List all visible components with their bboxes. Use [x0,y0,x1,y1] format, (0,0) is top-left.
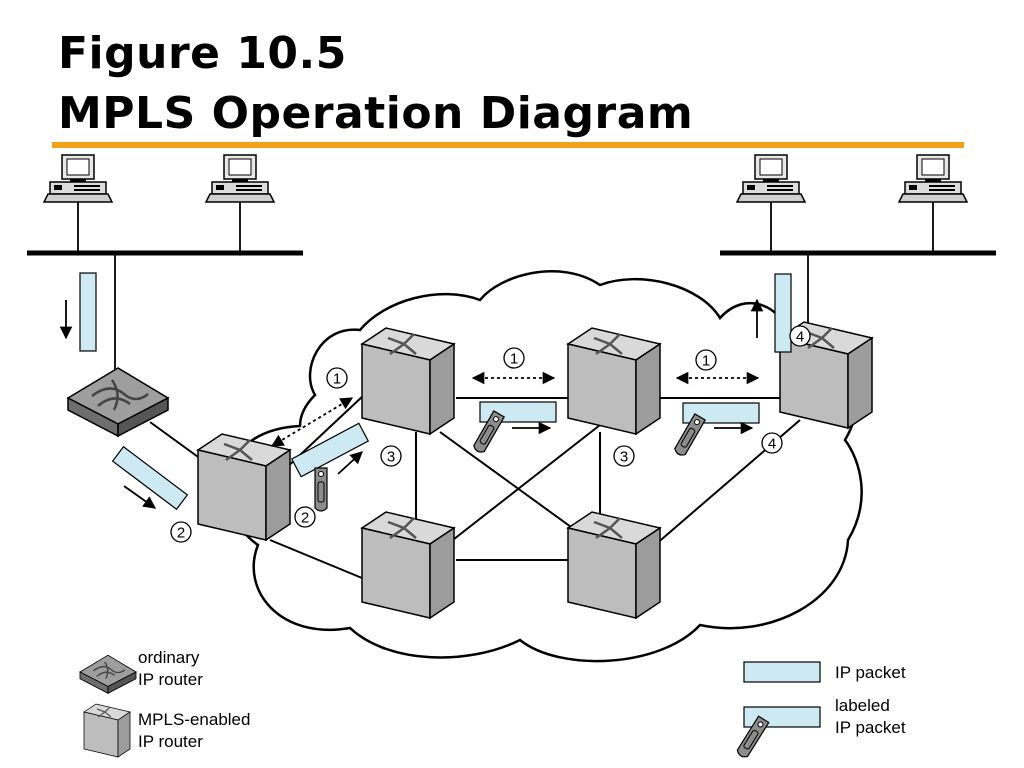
legend-mpls-line1: MPLS-enabled [138,710,250,729]
mpls-router-icon [360,326,456,436]
mpls-router-icon [566,326,662,436]
legend-ordinary-line1: ordinary [138,648,200,667]
legend-ordinary-line2: IP router [138,670,203,689]
step-marker: 2 [294,506,316,528]
title-accent-rule [52,142,964,148]
svg-text:3: 3 [620,449,628,466]
legend-labeled-line1: labeled [835,696,890,715]
computer-icon [43,154,113,203]
label-tag-icon [314,467,328,512]
mpls-router-icon [83,703,131,758]
arrow-icon [337,451,363,475]
step-marker: 2 [170,521,192,543]
svg-text:3: 3 [387,449,395,466]
ip-packet-icon [111,445,189,511]
ip-packet-icon [774,273,792,353]
legend-ip-packet: IP packet [835,663,906,682]
legend-labeled-line2: IP packet [835,718,906,737]
step-marker: 1 [503,347,525,369]
lan-left [27,200,303,372]
legend: ordinary IP router MPLS-enabled IP route… [79,648,906,760]
svg-text:1: 1 [333,371,341,388]
labeled-packet [471,401,557,455]
mpls-router-icon [566,510,662,620]
ip-packet-icon [743,661,821,683]
mpls-router-icon [196,432,292,542]
step-marker: 1 [695,349,717,371]
ordinary-router-icon [79,654,137,694]
step-marker: 4 [761,432,783,454]
svg-text:1: 1 [510,351,518,368]
title-line-2: MPLS Operation Diagram [58,88,694,139]
title-line-1: Figure 10.5 [58,28,347,79]
ordinary-router-icon [66,366,170,438]
svg-text:2: 2 [177,525,185,542]
ip-packet-icon [79,272,97,352]
step-marker: 3 [380,445,402,467]
computer-icon [205,154,275,203]
labeled-packet [672,402,760,458]
step-marker: 1 [326,367,348,389]
lan-right [720,200,996,330]
arrow-icon [123,485,157,509]
step-marker: 4 [789,325,811,347]
step-marker: 3 [613,445,635,467]
computer-icon [736,154,806,203]
legend-mpls-line2: IP router [138,732,203,751]
computer-icon [898,154,968,203]
svg-text:4: 4 [796,329,804,346]
page-title: Figure 10.5 MPLS Operation Diagram [58,24,693,144]
svg-text:1: 1 [702,353,710,370]
svg-text:2: 2 [301,510,309,527]
svg-text:4: 4 [768,436,776,453]
mpls-router-icon [360,510,456,620]
